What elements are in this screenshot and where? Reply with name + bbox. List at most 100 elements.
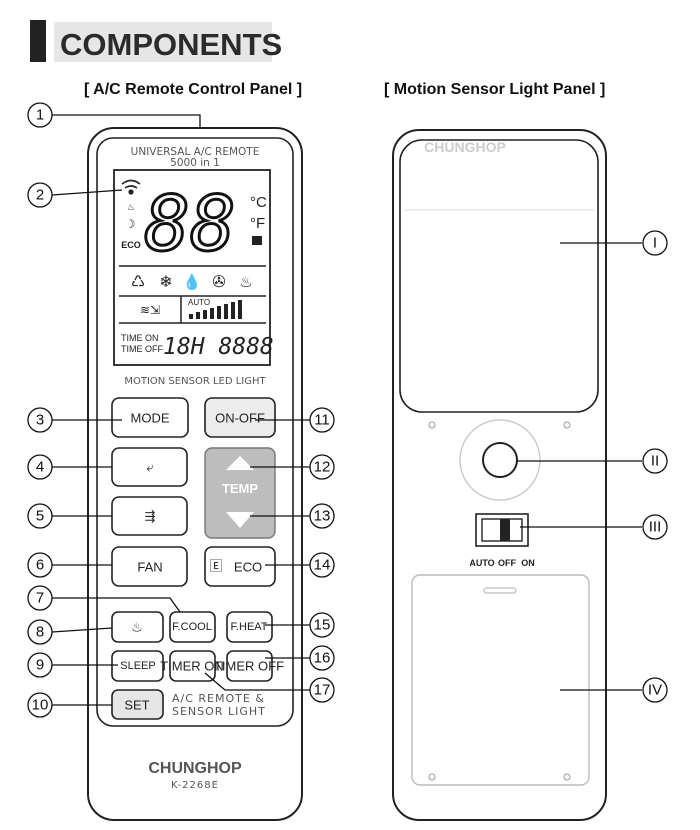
swing-horizontal-icon: ⇶ [145,509,156,524]
callout-number: 8 [36,624,44,641]
mode-switch[interactable] [475,513,529,547]
pir-sensor [482,442,518,478]
callout-2: II [642,448,668,474]
callout-number: 11 [314,412,330,429]
callout-circle [309,503,335,529]
remote-leader-lines [51,114,310,706]
temp-up-icon[interactable] [226,456,254,470]
callout-number: I [653,235,657,252]
set-label: SET [124,698,149,713]
callout-4: 4 [27,454,53,480]
callout-circle [309,454,335,480]
sleep-moon-icon: ☽ [125,217,136,231]
fan-button[interactable]: FAN [111,546,188,587]
time-on-label: TIME ON [121,333,159,343]
heat-icon: ♨ [127,202,135,212]
callout-circle [642,230,668,256]
callout-17: 17 [309,677,335,703]
callout-15: 15 [309,612,335,638]
callout-number: 13 [314,508,331,525]
callout-number: II [651,453,659,470]
temp-down-icon[interactable] [226,512,254,528]
header-bar [30,20,46,62]
set-button[interactable]: SET [111,689,164,720]
eco-leaf-icon: 🄴 [209,559,222,574]
callout-3: III [642,514,668,540]
on-off-label: ON-OFF [215,411,265,426]
callout-5: 5 [27,503,53,529]
fan-auto-label: AUTO [188,298,210,307]
callout-number: 4 [36,459,44,476]
fcool-label: F.COOL [172,621,212,633]
time-off-label: TIME OFF [121,344,163,354]
sensor-panel-title: [ Motion Sensor Light Panel ] [384,81,605,98]
timer-off-button[interactable]: TIMER OFF [214,650,284,682]
battery-cover [411,574,590,786]
callout-circle [27,692,53,718]
brand-logo: CHUNGHOP [148,760,242,777]
callout-circle [309,552,335,578]
callout-9: 9 [27,652,53,678]
mode-button[interactable]: MODE [111,397,189,438]
remote-top-sublabel: 5000 in 1 [170,157,220,169]
temp-label: TEMP [222,481,258,496]
model-label: K-2268E [171,780,219,791]
remote-top-label: UNIVERSAL A/C REMOTE [131,146,260,158]
callout-number: 14 [314,557,331,574]
timer-on-label: TIMER ON [160,659,224,674]
callout-number: 5 [36,508,44,525]
fan-label: FAN [137,560,162,575]
callout-10: 10 [27,692,53,718]
remote-bottom-sublabel: SENSOR LIGHT [172,705,266,718]
temp-button[interactable]: TEMP [204,447,276,539]
on-off-button[interactable]: ON-OFF [204,397,276,438]
callout-number: 17 [314,682,331,699]
callout-circle [642,677,668,703]
lcd-temp-digits: 88 [144,179,236,268]
fahrenheit-label: °F [250,215,265,232]
callout-14: 14 [309,552,335,578]
callout-1: I [642,230,668,256]
callout-number: 1 [36,107,44,124]
header-bg [54,22,272,62]
motion-sensor-light: AUTO OFF ON CHUNGHOP [392,129,607,821]
callout-2: 2 [27,182,53,208]
swing-horizontal-button[interactable]: ⇶ [111,496,188,536]
fheat-button[interactable]: F.HEAT [226,611,273,643]
callout-number: 7 [36,590,44,607]
callout-circle [27,102,53,128]
callout-7: 7 [27,585,53,611]
callout-circle [309,407,335,433]
callout-6: 6 [27,552,53,578]
callout-circle [27,454,53,480]
watermark: CHUNGHOP [424,139,506,155]
callout-number: III [649,519,662,536]
callout-3: 3 [27,407,53,433]
callout-4: IV [642,677,668,703]
callout-11: 11 [309,407,335,433]
callout-number: 16 [314,650,331,667]
eco-button[interactable]: 🄴 ECO [204,546,276,587]
auto-mode-icon: ♺ [131,274,145,291]
callout-circle [309,677,335,703]
eco-label: ECO [234,560,262,575]
sleep-button[interactable]: SLEEP [111,650,164,682]
switch-label-on: ON [521,558,535,568]
swing-vertical-button[interactable]: ⤶ [111,447,188,487]
timer-digits: 18H 8888 [163,334,274,360]
switch-label-off: OFF [498,558,516,568]
callout-circle [27,619,53,645]
swing-icon: ≋⇲ [140,303,160,317]
callout-16: 16 [309,645,335,671]
callout-number: 15 [314,617,331,634]
fan-speed-bars [189,300,242,319]
motion-sensor-label: MOTION SENSOR LED LIGHT [124,376,266,387]
callout-circle [309,612,335,638]
timer-on-button[interactable]: TIMER ON [160,650,224,682]
heat-button[interactable]: ♨ [111,611,164,643]
callout-circle [27,503,53,529]
fcool-button[interactable]: F.COOL [169,611,216,643]
